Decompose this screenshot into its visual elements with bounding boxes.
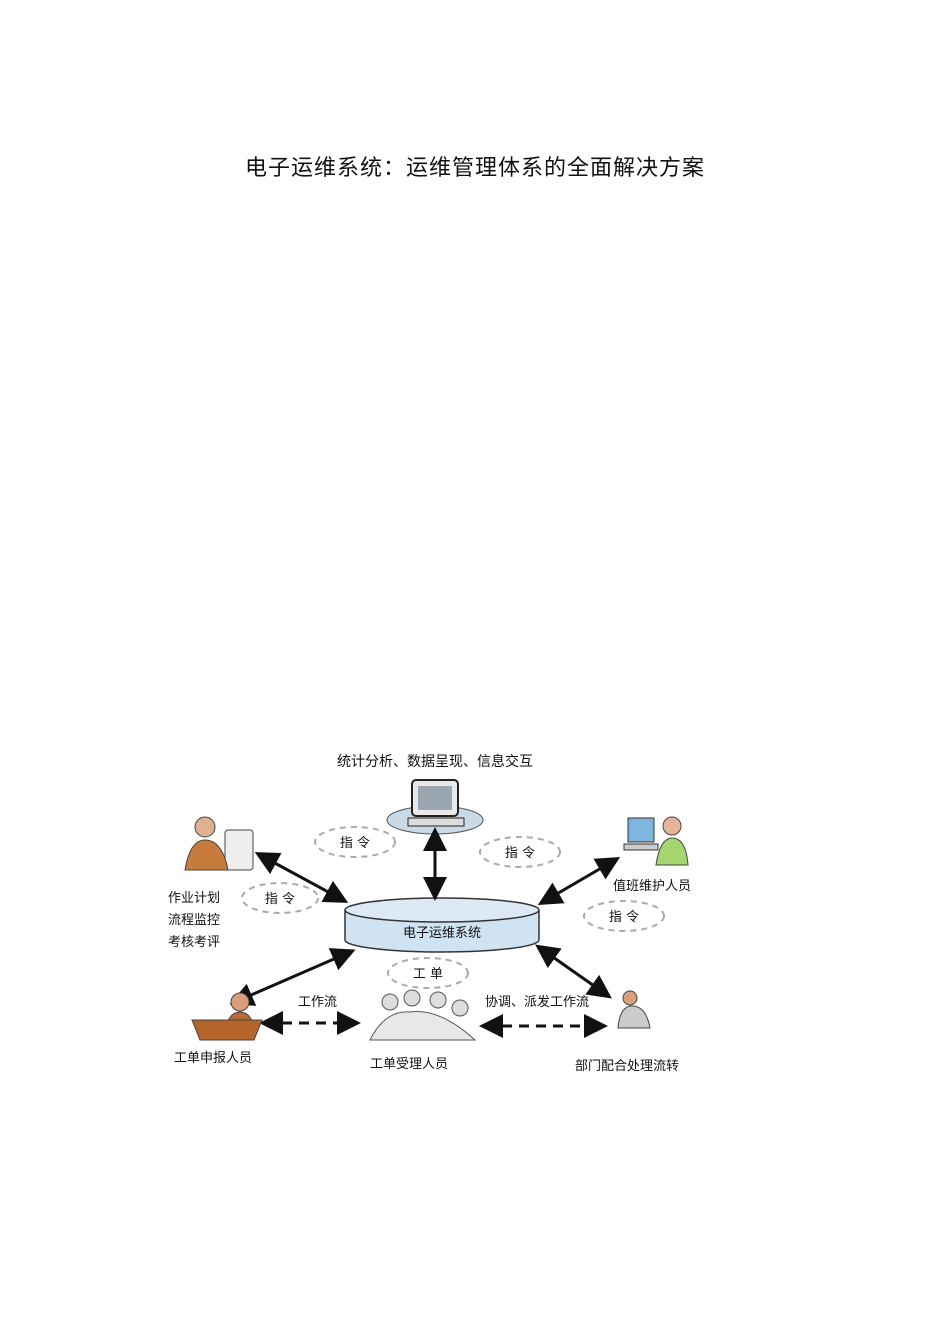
manager-person-icon — [184, 816, 254, 871]
arrow-right-bottom — [535, 944, 612, 999]
computer-icon — [386, 779, 484, 835]
command-label: 指 令 — [265, 892, 295, 907]
command-bubble: 指 令 — [314, 826, 396, 858]
acceptor-label: 工单受理人员 — [370, 1057, 448, 1072]
workorder-label: 工 单 — [413, 967, 443, 982]
department-label: 部门配合处理流转 — [575, 1059, 679, 1074]
paragraph-line-segmented — [0, 464, 950, 554]
workorder-bubble: 工 单 — [387, 957, 469, 989]
duty-staff-icon — [623, 816, 689, 866]
left-label-plan: 作业计划 — [168, 891, 220, 906]
arrow-right-top — [537, 856, 621, 906]
reporter-label: 工单申报人员 — [174, 1051, 252, 1066]
system-diagram: 统计分析、数据呈现、信息交互 电子运维系统 指 令 指 令 指 令 指 令 工 … — [168, 753, 691, 1074]
top-label: 统计分析、数据呈现、信息交互 — [337, 753, 533, 770]
page-title: 电子运维系统：运维管理体系的全面解决方案 — [244, 156, 705, 181]
reporter-person-icon — [191, 992, 263, 1041]
department-person-icon — [617, 990, 651, 1029]
center-label: 电子运维系统 — [403, 926, 481, 941]
acceptor-group-icon — [369, 989, 477, 1041]
command-bubble: 指 令 — [479, 836, 561, 868]
left-label-assess: 考核考评 — [168, 935, 220, 950]
command-label: 指 令 — [340, 836, 370, 851]
coordinate-label: 协调、派发工作流 — [485, 994, 589, 1010]
right-label: 值班维护人员 — [613, 878, 691, 894]
command-label: 指 令 — [609, 910, 639, 925]
command-label: 指 令 — [505, 846, 535, 861]
arrow-left-top — [254, 852, 349, 903]
workflow-label: 工作流 — [298, 995, 337, 1010]
left-label-monitor: 流程监控 — [168, 913, 220, 928]
center-system-cylinder: 电子运维系统 — [344, 897, 540, 953]
arrow-left-bottom — [229, 948, 356, 1006]
command-bubble: 指 令 — [241, 882, 319, 914]
command-bubble: 指 令 — [583, 900, 665, 932]
